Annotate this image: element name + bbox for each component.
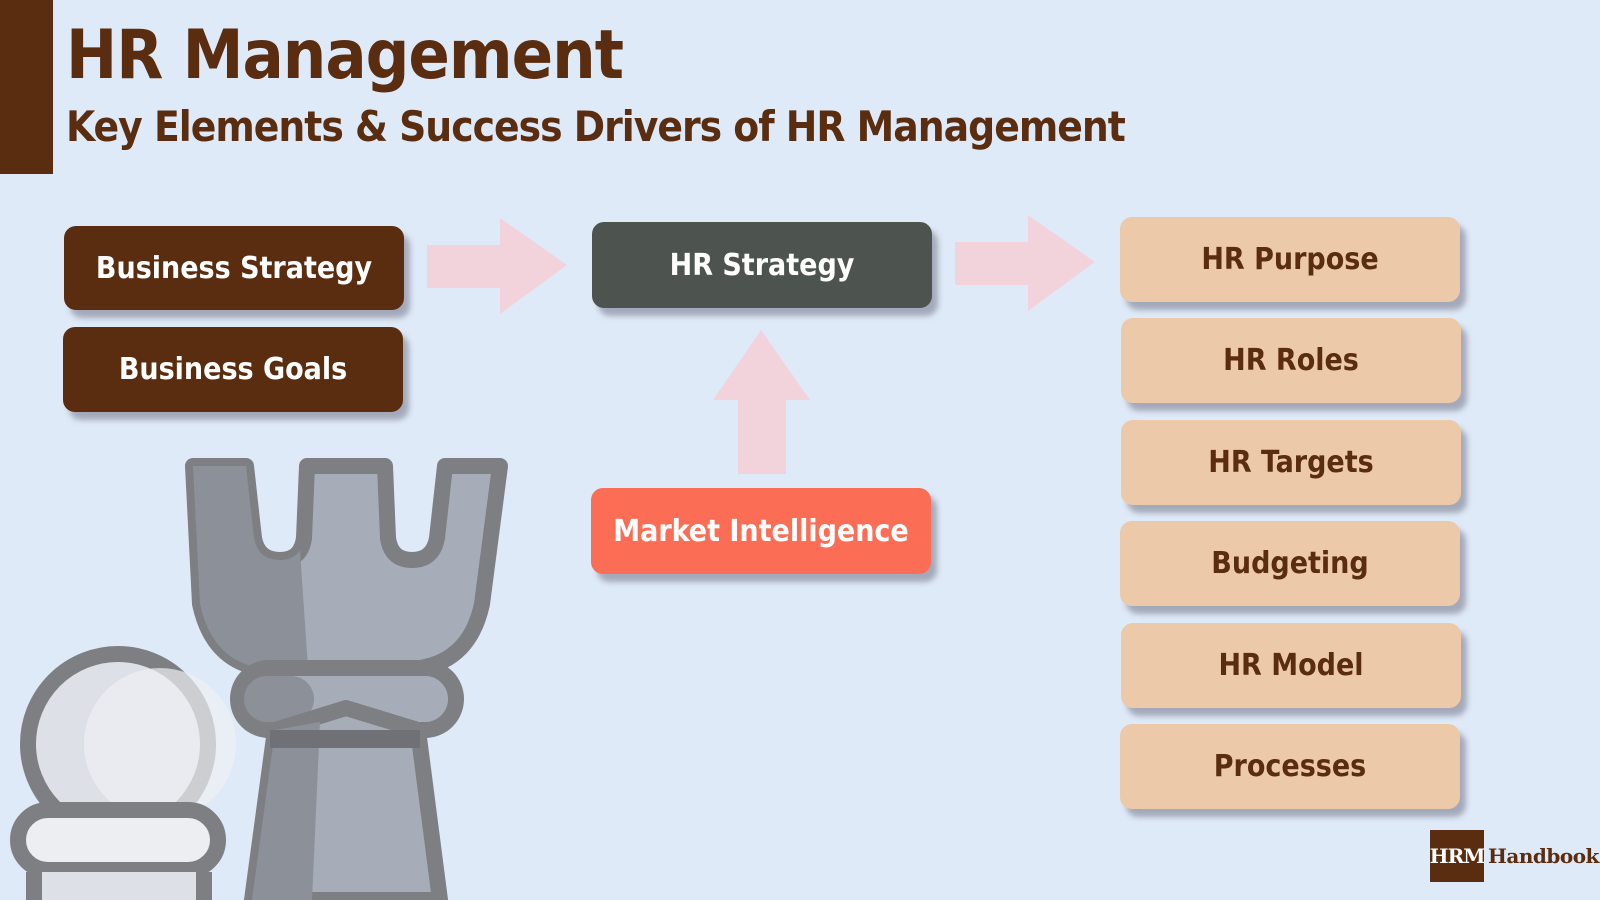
output-item-hr-model: HR Model bbox=[1121, 623, 1461, 708]
arrow-up-icon bbox=[713, 330, 810, 474]
brand-logo[interactable]: HRM Handbook bbox=[1430, 830, 1599, 882]
business-goals-box: Business Goals bbox=[63, 327, 403, 412]
header-accent-bar bbox=[0, 0, 53, 174]
chess-rook-icon bbox=[185, 458, 508, 900]
market-intelligence-box: Market Intelligence bbox=[591, 488, 931, 574]
output-item-budgeting: Budgeting bbox=[1120, 521, 1460, 606]
arrow-right-icon bbox=[955, 215, 1095, 311]
brand-mark: HRM bbox=[1430, 830, 1485, 882]
chess-pawn-icon bbox=[10, 646, 236, 900]
page-title: HR Management bbox=[66, 16, 624, 95]
business-strategy-box: Business Strategy bbox=[64, 226, 404, 310]
output-item-hr-purpose: HR Purpose bbox=[1120, 217, 1460, 302]
page-subtitle: Key Elements & Success Drivers of HR Man… bbox=[66, 102, 1126, 151]
output-item-hr-roles: HR Roles bbox=[1121, 318, 1461, 403]
arrow-right-icon bbox=[427, 218, 567, 314]
output-item-hr-targets: HR Targets bbox=[1121, 420, 1461, 505]
hr-strategy-box: HR Strategy bbox=[592, 222, 932, 308]
output-item-processes: Processes bbox=[1120, 724, 1460, 809]
brand-name: Handbook bbox=[1488, 844, 1599, 868]
